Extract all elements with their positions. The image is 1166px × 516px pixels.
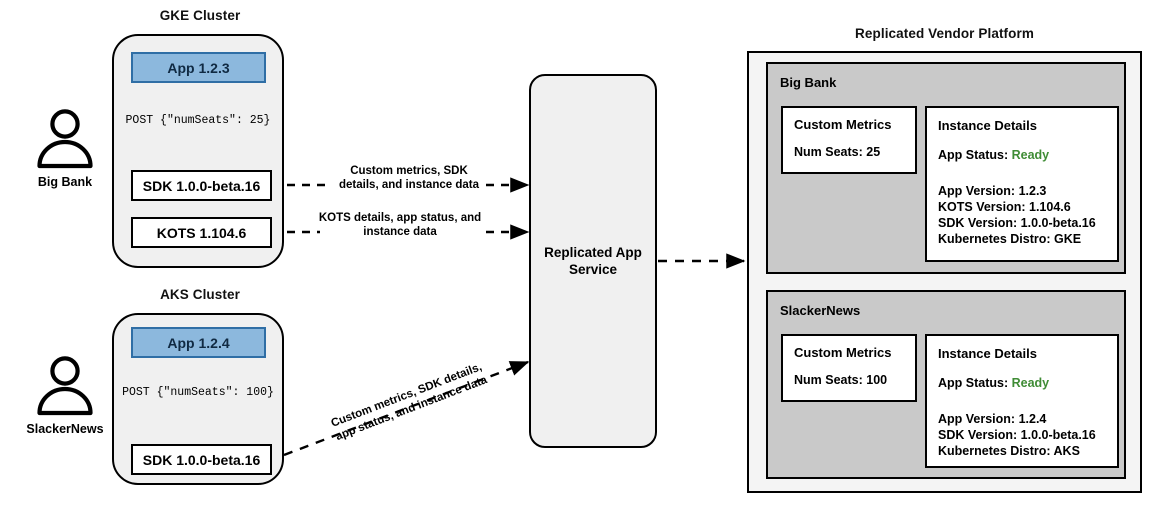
sdk-to-service-label: Custom metrics, SDK details, and instanc… [339,165,479,191]
customer-card-slackernews: SlackerNews Custom Metrics Num Seats: 10… [766,290,1126,479]
gke-app-box[interactable]: App 1.2.3 [131,52,266,83]
actor-label: Big Bank [37,175,93,189]
instance-detail-row: Kubernetes Distro: AKS [938,444,1080,458]
aks-sdk-box[interactable]: SDK 1.0.0-beta.16 [131,444,272,475]
aks-app-box[interactable]: App 1.2.4 [131,327,266,358]
app-status-row: App Status: Ready [938,375,1049,391]
actor-slackernews: SlackerNews [26,355,104,436]
gke-cluster-title: GKE Cluster [159,8,241,23]
custom-metrics-card: Custom Metrics Num Seats: 100 [781,334,917,402]
app-status-label: App Status: [938,376,1012,390]
gke-kots-box[interactable]: KOTS 1.104.6 [131,217,272,248]
instance-detail-row: App Version: 1.2.3 [938,184,1047,198]
instance-details-card: Instance Details App Status: Ready App V… [925,334,1119,468]
app-status-row: App Status: Ready [938,147,1049,163]
status-badge: Ready [1011,376,1050,390]
status-badge: Ready [1011,148,1050,162]
aks-cluster-title: AKS Cluster [160,287,240,302]
custom-metrics-row: Num Seats: 25 [794,145,881,159]
instance-details-heading: Instance Details [938,346,1037,361]
aks-post-label: POST {"numSeats": 100} [122,386,274,399]
actor-label: SlackerNews [26,422,104,436]
replicated-app-service-box[interactable]: Replicated App Service [529,74,657,448]
gke-post-label: POST {"numSeats": 25} [125,114,271,127]
instance-details-heading: Instance Details [938,118,1037,133]
customer-name: Big Bank [780,75,837,90]
custom-metrics-row: Num Seats: 100 [794,373,888,387]
gke-sdk-box[interactable]: SDK 1.0.0-beta.16 [131,170,272,201]
instance-details-card: Instance Details App Status: Ready App V… [925,106,1119,262]
app-status-label: App Status: [938,148,1012,162]
person-icon [37,356,93,416]
instance-detail-row: SDK Version: 1.0.0-beta.16 [938,216,1096,230]
instance-detail-row: App Version: 1.2.4 [938,412,1047,426]
instance-detail-row: KOTS Version: 1.104.6 [938,200,1071,214]
custom-metrics-heading: Custom Metrics [794,345,892,360]
platform-title: Replicated Vendor Platform [855,26,1034,41]
person-icon [37,109,93,169]
customer-card-big-bank: Big Bank Custom Metrics Num Seats: 25 In… [766,62,1126,274]
custom-metrics-heading: Custom Metrics [794,117,892,132]
custom-metrics-card: Custom Metrics Num Seats: 25 [781,106,917,174]
kots-to-service-label: KOTS details, app status, and instance d… [318,212,482,238]
instance-detail-row: SDK Version: 1.0.0-beta.16 [938,428,1096,442]
aks-to-service-label: Custom metrics, SDK details, app status,… [329,361,489,443]
customer-name: SlackerNews [780,303,861,318]
actor-big-bank: Big Bank [26,108,104,189]
instance-detail-row: Kubernetes Distro: GKE [938,232,1082,246]
